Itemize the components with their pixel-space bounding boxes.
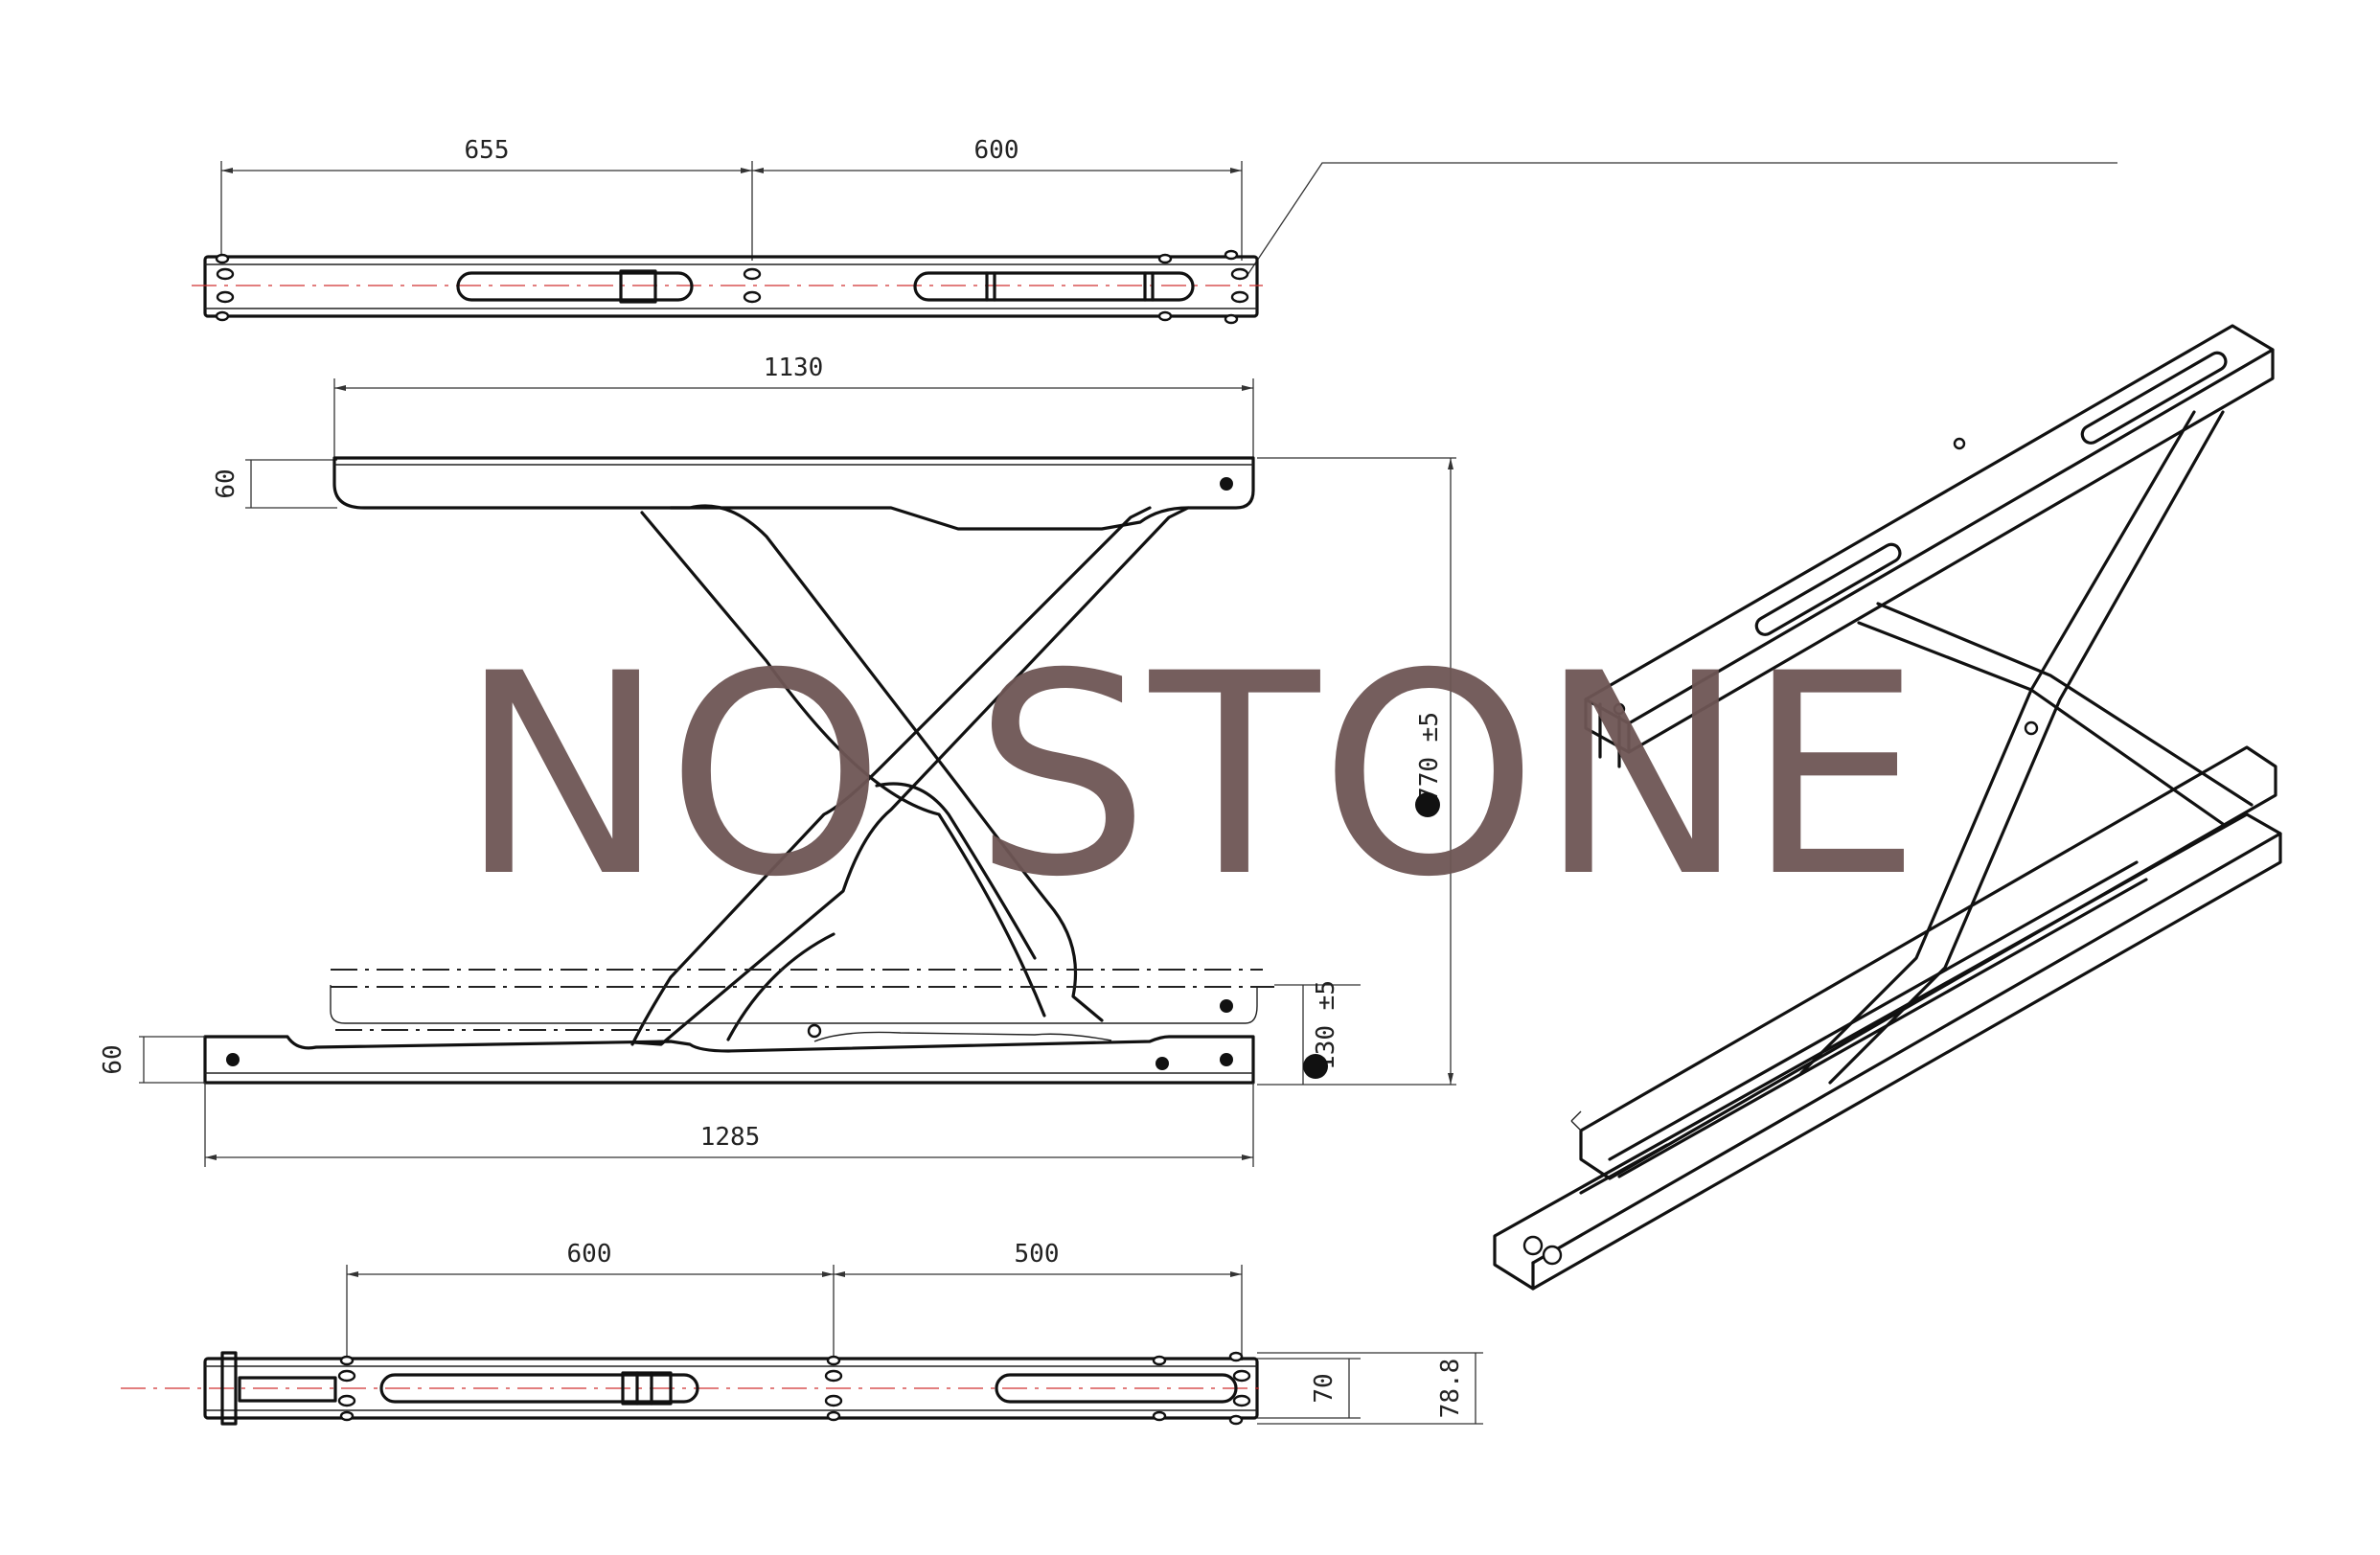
bottom-view: 600 500 70 78.8 [121,1240,1483,1426]
dim-bottom-500: 500 [1015,1240,1060,1269]
isometric-view [1493,324,2282,1291]
watermark: NO STONE [458,615,1921,938]
dim-top-655: 655 [465,136,510,165]
side-view: 1130 60 60 [99,354,1456,1167]
dim-78-8: 78.8 [1436,1359,1465,1419]
dim-70: 70 [1310,1373,1339,1403]
dim-1285: 1285 [700,1123,761,1152]
top-view: 655 600 [192,136,2117,325]
dim-top-60: 60 [212,469,240,498]
dim-1130: 1130 [764,354,824,382]
dim-base-60: 60 [99,1044,127,1074]
dim-770: 770 ±5 [1415,712,1444,802]
dim-top-600: 600 [974,136,1019,165]
dim-bottom-600: 600 [567,1240,612,1269]
